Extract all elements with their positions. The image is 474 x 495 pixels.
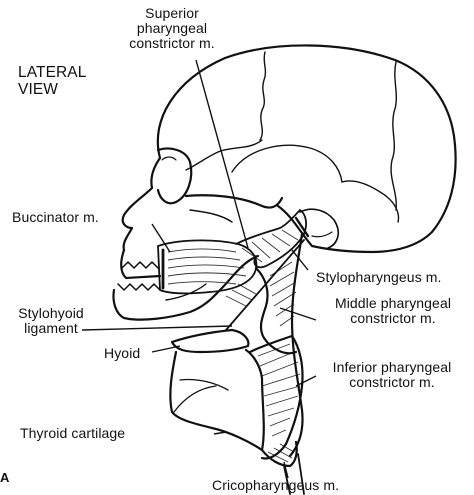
- leader-superior-constrictor: [195, 59, 249, 249]
- label-line: constrictor m.: [349, 374, 435, 390]
- label-line: Inferior pharyngeal: [332, 359, 452, 375]
- middle-constrictor-muscle: [254, 266, 298, 355]
- styloid-process: [294, 216, 310, 238]
- thyroid-cartilage: [169, 348, 265, 452]
- label-line: Middle pharyngeal: [334, 295, 452, 311]
- hyoid-bone: [170, 328, 250, 354]
- leader-thyroid: [213, 431, 227, 435]
- label-line: constrictor m.: [129, 35, 215, 51]
- label-line: pharyngeal: [136, 20, 208, 36]
- label-line: Stylohyoid: [18, 305, 84, 321]
- orbit: [156, 147, 193, 205]
- inferior-constrictor-muscle: [248, 334, 304, 460]
- label-line: LATERAL: [18, 64, 87, 81]
- label-line: Superior: [145, 5, 199, 21]
- cricopharyngeus-label: Cricopharyngeus m.: [212, 477, 340, 493]
- lower-teeth: [117, 283, 161, 291]
- hyoid-label: Hyoid: [104, 345, 141, 361]
- coronal-suture: [259, 51, 267, 141]
- stylopharyngeus-label: Stylopharyngeus m.: [316, 269, 442, 285]
- mandible: [112, 254, 260, 321]
- middle-pharyngeal-label: Middle pharyngeal constrictor m.: [318, 296, 468, 326]
- lambdoid-suture: [390, 61, 397, 211]
- skull-outline: [156, 44, 457, 254]
- label-line: VIEW: [18, 81, 59, 98]
- squamous-suture: [231, 144, 343, 183]
- superior-constrictor-muscle: [235, 209, 307, 269]
- stylohyoid-ligament-label: Stylohyoid ligament: [8, 306, 94, 336]
- leader-inferior-constrictor: [295, 375, 317, 387]
- pharynx-posterior-border: [288, 232, 304, 458]
- leader-stylohyoid: [81, 325, 233, 331]
- buccinator-label: Buccinator m.: [12, 209, 99, 225]
- label-line: constrictor m.: [350, 310, 436, 326]
- inferior-pharyngeal-label: Inferior pharyngeal constrictor m.: [316, 360, 468, 390]
- superior-pharyngeal-label: Superior pharyngeal constrictor m.: [112, 6, 232, 51]
- leader-hyoid: [151, 345, 181, 353]
- upper-teeth: [121, 261, 159, 269]
- lateral-view-label: LATERAL VIEW: [18, 64, 86, 98]
- label-line: ligament: [24, 320, 78, 336]
- stylohyoid-ligament: [225, 239, 305, 331]
- cricopharyngeus-muscle: [260, 440, 298, 468]
- leader-stylopharyngeus: [291, 249, 309, 271]
- thyroid-cartilage-label: Thyroid cartilage: [20, 425, 126, 441]
- zygomatic-arch: [184, 194, 284, 209]
- leader-buccinator: [151, 223, 171, 253]
- leader-cricopharyngeus: [283, 461, 289, 479]
- panel-letter: A: [0, 470, 10, 485]
- face-profile: [121, 156, 162, 252]
- leader-middle-constrictor: [279, 307, 317, 321]
